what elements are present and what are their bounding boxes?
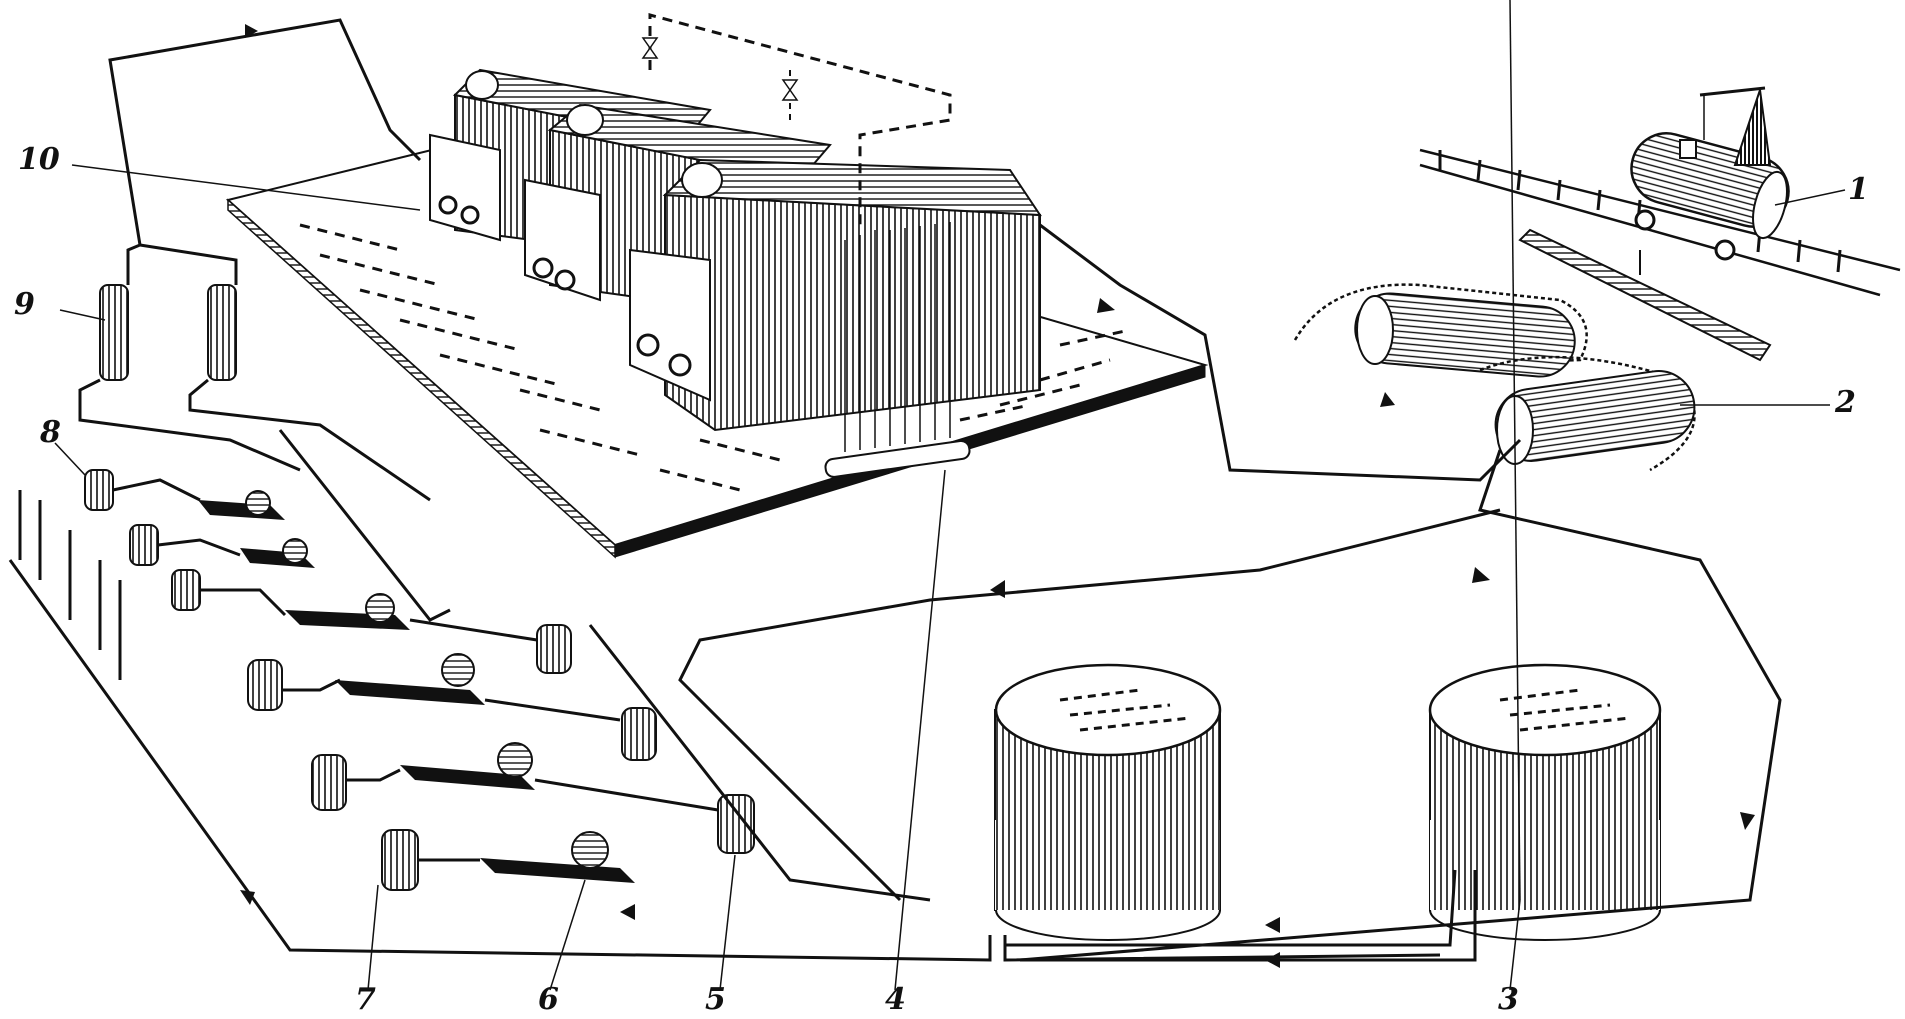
label-9: 9 — [14, 287, 35, 322]
label-3: 3 — [1498, 982, 1519, 1017]
storage-tank-right — [1428, 663, 1662, 941]
boiler-3 — [629, 158, 1042, 432]
leader-lines — [54, 0, 1846, 991]
filters — [99, 284, 237, 381]
pumps — [198, 490, 635, 883]
boilers — [429, 68, 1042, 432]
flow-arrows — [240, 24, 1755, 968]
steam-line-dashed — [641, 13, 952, 230]
label-5: 5 — [705, 982, 726, 1017]
railway-tank-car — [1419, 86, 1901, 362]
label-1: 1 — [1848, 172, 1869, 207]
label-8: 8 — [40, 415, 61, 450]
label-4: 4 — [885, 982, 906, 1017]
underground-tanks — [1293, 283, 1696, 472]
label-6: 6 — [538, 982, 559, 1017]
storage-tank-left — [994, 663, 1222, 941]
small-vessels — [84, 469, 755, 891]
label-10: 10 — [18, 142, 60, 177]
label-7: 7 — [355, 982, 376, 1017]
label-2: 2 — [1835, 385, 1856, 420]
pipelines — [8, 18, 1782, 962]
burner-manifold — [824, 222, 971, 991]
